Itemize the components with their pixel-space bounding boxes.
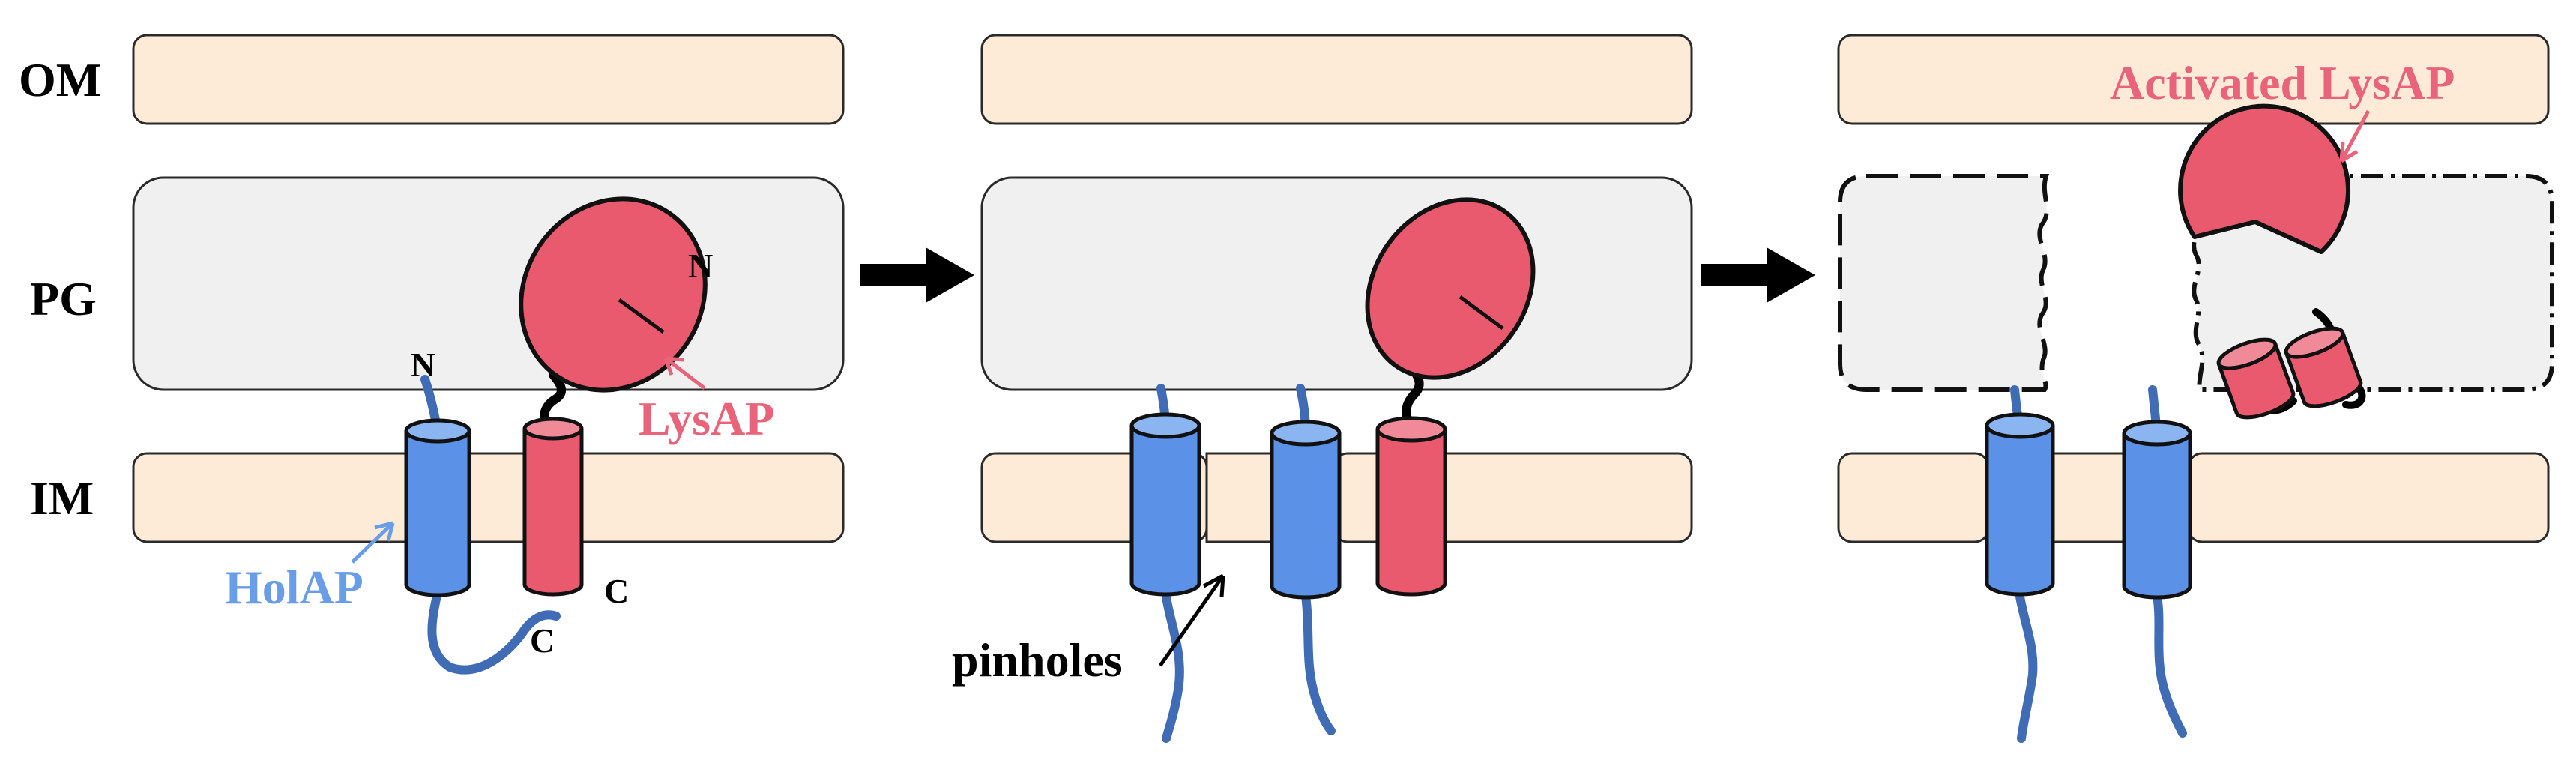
holap-label: HolAP [225,561,364,614]
lysap-cylinder [1375,429,1447,597]
holap-n-terminus: N [411,346,435,384]
lysap-open-domain [2178,103,2350,254]
lysap-active-cleft [618,298,665,334]
holap-cylinder [1985,426,2055,597]
panel-1: N C N C LysAP HolAP [132,34,845,675]
holap-cylinder-top [404,418,471,444]
holap-c-tail [2153,591,2187,738]
outer-membrane-bar [980,34,1693,125]
lysap-cylinder [522,429,584,597]
holap-pointer-arrowhead [374,521,395,542]
lysap-cylinder-top [522,417,584,441]
inner-membrane-bar-middle [1205,452,1283,543]
pinholes-pointer-arrow [1158,574,1225,667]
holap-pointer-arrow [351,522,394,564]
lysap-pointer-arrow [664,357,706,390]
lysap-label: LysAP [639,392,774,445]
lysap-c-terminus: C [604,572,629,610]
peptidoglycan-layer [132,176,845,391]
holap-c-tail [2015,588,2038,743]
activated-lysap-pointer-arrowhead [2339,142,2359,163]
im-label: IM [30,471,94,525]
panel-3: Activated LysAP [1837,34,2554,743]
holap-cylinder [1129,426,1201,597]
holap-cylinder-top [1270,420,1342,447]
lysap-globular-domain [519,196,708,393]
om-label: OM [19,53,101,106]
holap-protein [1985,385,2055,743]
lysap-pointer-arrowhead [663,356,684,376]
holap-cylinder [2122,433,2192,600]
pg-label: PG [30,272,97,325]
panel-2: pinholes [952,34,1693,743]
holap-cylinder [404,431,471,597]
lysap-protein [1365,197,1536,597]
holap-cylinder-top [1129,412,1201,439]
holap-protein [2122,385,2192,738]
inner-membrane-bar-left [1837,452,1990,543]
lysap-protein [519,196,708,597]
outer-membrane-bar [132,34,845,125]
holap-protein [1270,384,1342,735]
right-arrow-icon [860,247,974,303]
degraded-pg-fragment-left [1838,174,2050,392]
lysap-globular-domain [1365,197,1536,380]
holap-cylinder [1270,433,1342,600]
holap-protein [404,375,561,675]
holap-c-terminus: C [530,621,555,660]
lysap-cylinder-top [2216,337,2278,370]
holap-c-tail [1161,588,1184,743]
holap-cylinder-top [1985,412,2055,439]
lysap-cylinder-top [1375,416,1447,443]
inner-membrane-bar-right [2187,452,2550,543]
activated-lysap-label: Activated LysAP [2110,56,2455,109]
lysap-cylinder-top [2284,326,2345,359]
outer-membrane-bar [1837,34,2550,125]
pinholes-label: pinholes [952,633,1123,687]
activated-lysap-protein [2178,103,2366,420]
right-arrow-icon [1701,247,1815,303]
holap-c-tail [1301,591,1336,735]
lysap-active-cleft [1459,295,1504,331]
holap-cylinder-top [2122,420,2192,447]
holap-c-tail [427,588,561,675]
peptidoglycan-layer [980,176,1693,391]
pinholes-pointer-arrowhead [1202,573,1225,597]
inner-membrane-bar [132,452,845,543]
holap-protein [1129,384,1201,743]
activated-lysap-pointer-arrow [2339,109,2371,163]
lysap-n-terminus: N [688,247,713,285]
